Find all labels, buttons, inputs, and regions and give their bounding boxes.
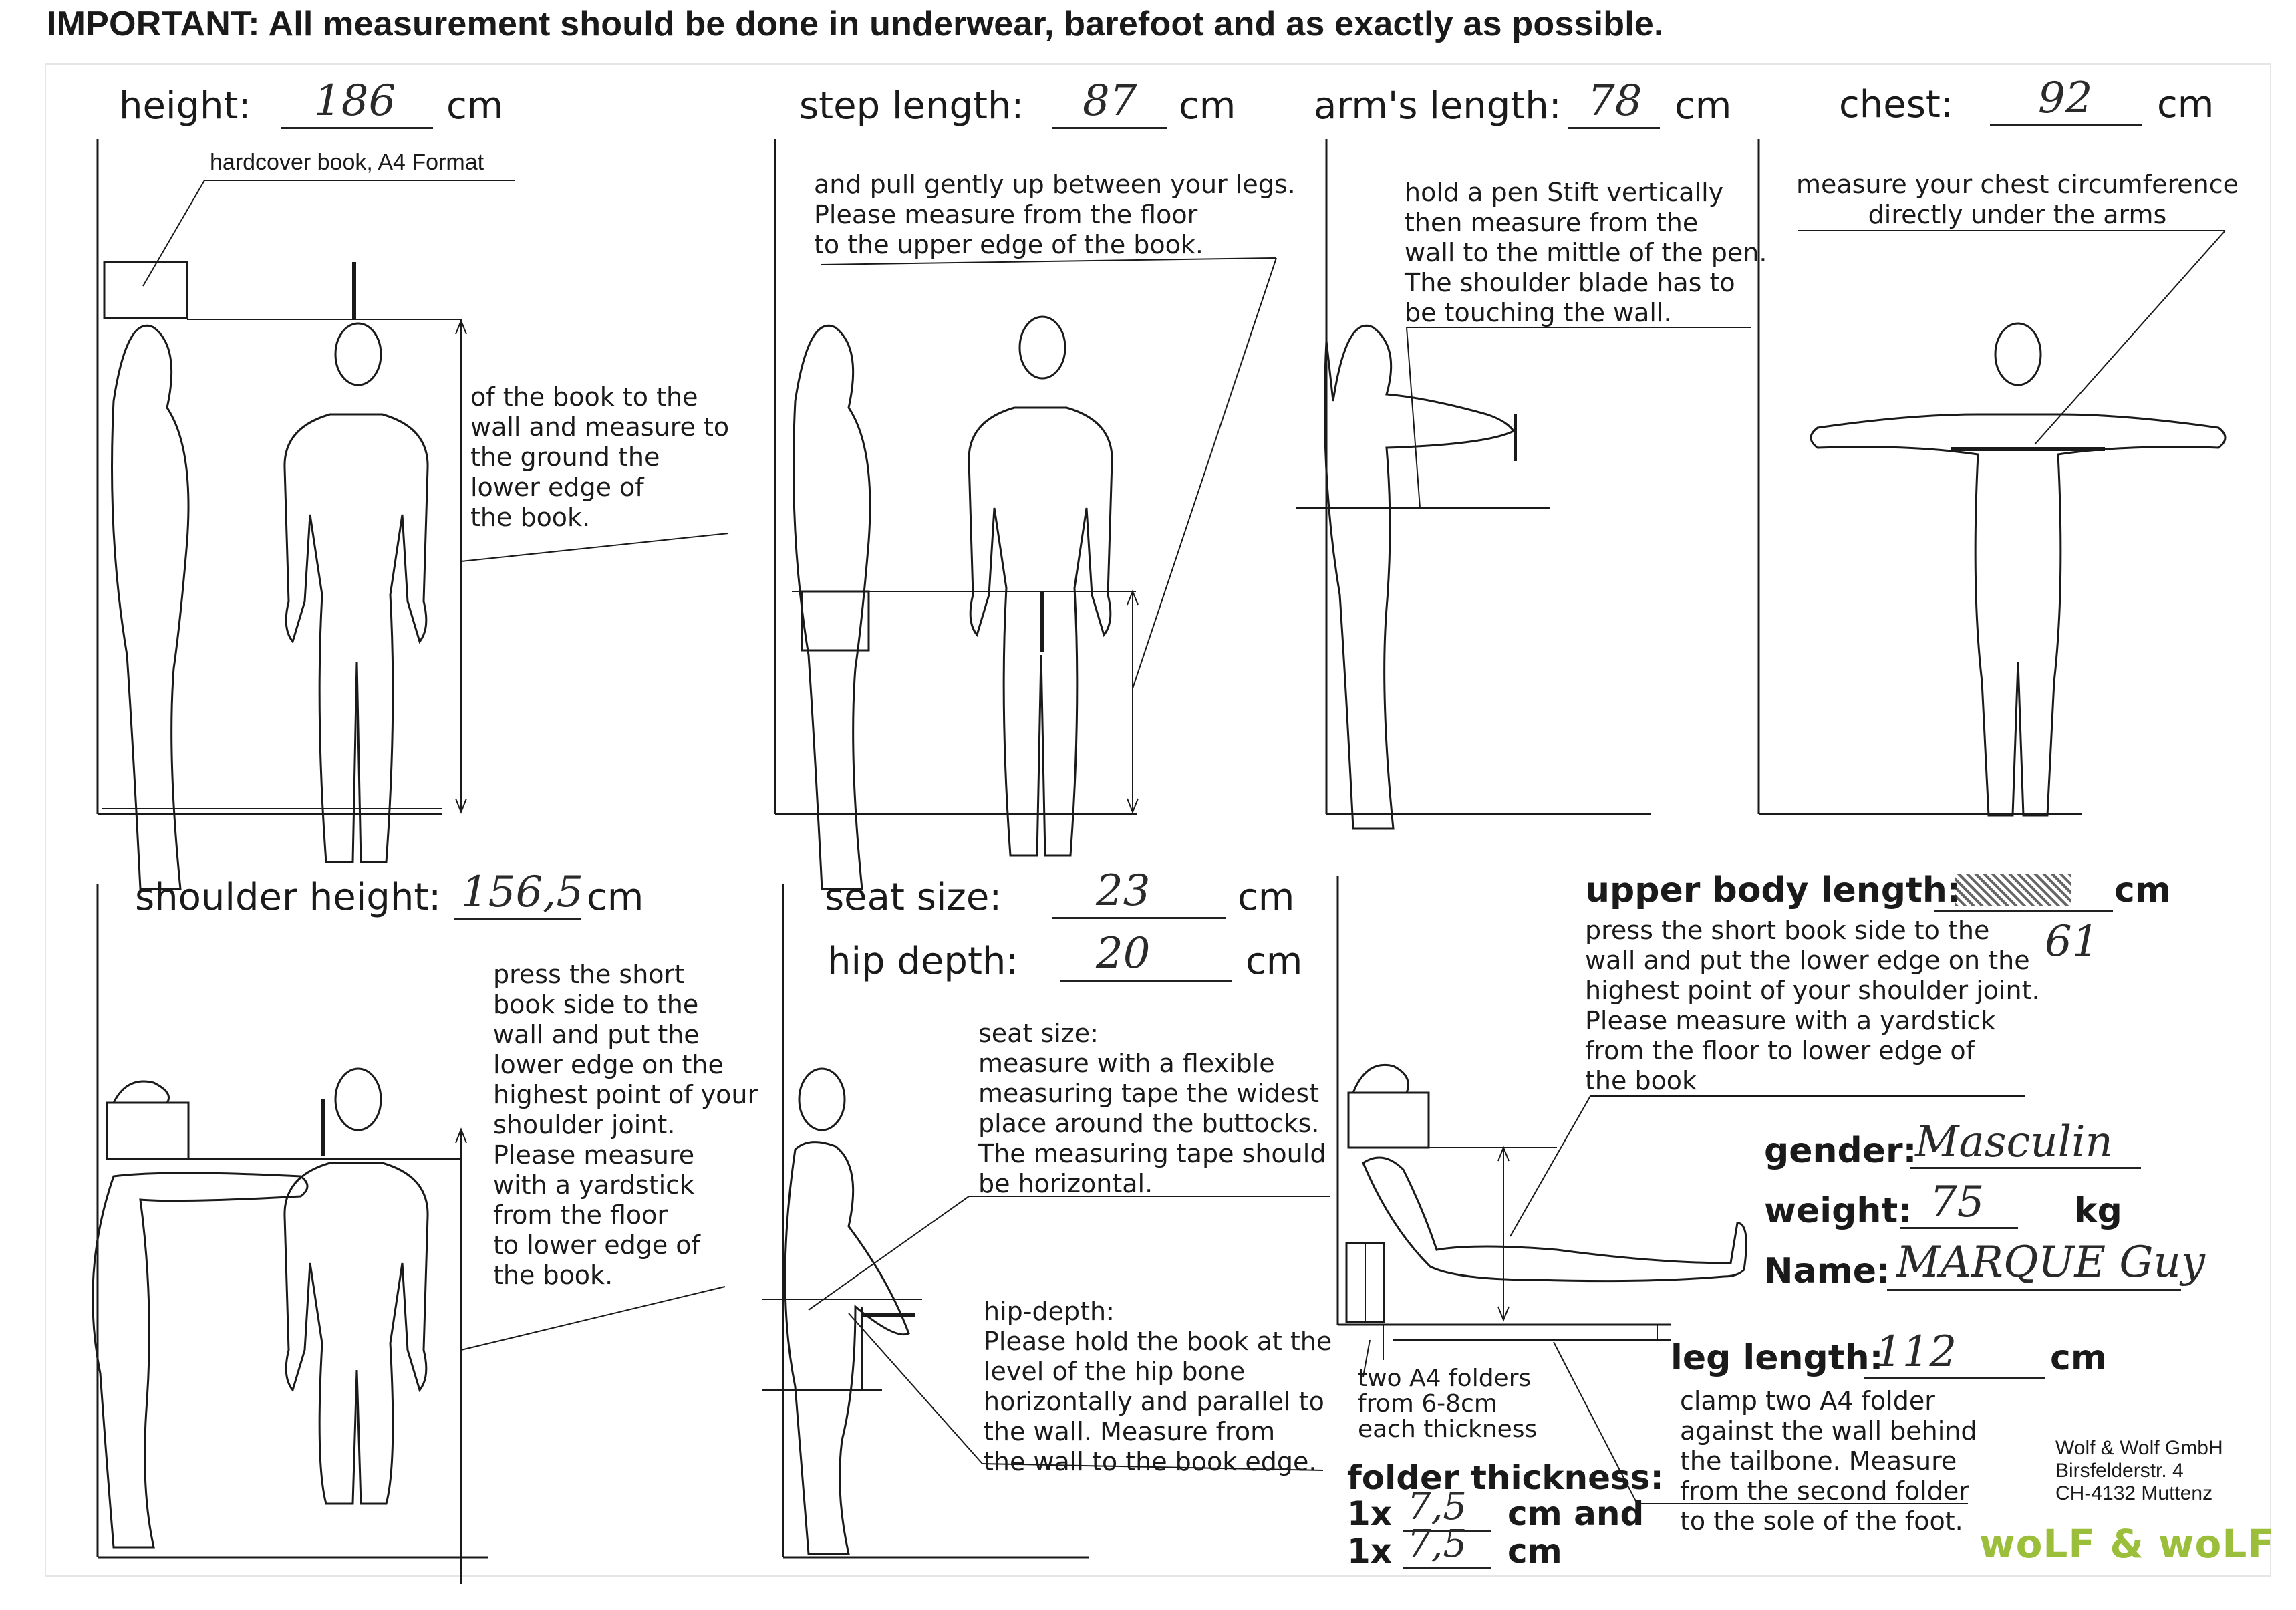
folder-1-prefix: 1x: [1347, 1494, 1392, 1533]
step-length-instruction: and pull gently up between your legs. Pl…: [814, 170, 1296, 260]
gender-value: Masculin: [1915, 1117, 2113, 1167]
name-label: Name:: [1764, 1251, 1890, 1291]
folder-2-prefix: 1x: [1347, 1532, 1392, 1571]
weight-input-line: [1900, 1227, 2018, 1229]
arms-length-input-line: [1568, 127, 1660, 129]
shoulder-height-unit: cm: [587, 876, 643, 919]
company-logo: woLF & woLF: [1979, 1521, 2275, 1567]
height-value: 186: [314, 76, 396, 126]
weight-label: weight:: [1764, 1191, 1912, 1231]
height-input-line: [281, 127, 433, 129]
hip-depth-value: 20: [1096, 929, 1150, 978]
chest-instruction: measure your chest circumference directl…: [1796, 170, 2239, 230]
chest-input-line: [1990, 124, 2142, 126]
height-unit: cm: [446, 84, 503, 128]
company-address: Wolf & Wolf GmbH Birsfelderstr. 4 CH-413…: [2055, 1437, 2223, 1505]
folder-1-unit: cm and: [1508, 1494, 1644, 1533]
height-label: height:: [119, 84, 251, 128]
upper-body-length-input-line: [1934, 910, 2113, 912]
arms-length-value: 78: [1588, 76, 1642, 126]
chest-illustration: [1759, 139, 2225, 815]
important-notice: IMPORTANT: All measurement should be don…: [47, 4, 1664, 44]
weight-unit: kg: [2074, 1191, 2122, 1231]
seat-size-input-line: [1052, 917, 1226, 919]
step-length-value: 87: [1083, 76, 1137, 126]
gender-input-line: [1910, 1167, 2141, 1169]
leg-length-label: leg length:: [1671, 1338, 1883, 1378]
folder-2-value: 7,5: [1407, 1522, 1467, 1566]
leg-length-value: 112: [1875, 1327, 1957, 1377]
height-book-note: hardcover book, A4 Format: [210, 151, 484, 174]
arms-length-label: arm's length:: [1314, 84, 1562, 128]
hip-depth-label: hip depth:: [827, 940, 1018, 983]
chest-value: 92: [2038, 74, 2092, 123]
seat-size-label: seat size:: [825, 876, 1002, 919]
gender-label: gender:: [1764, 1131, 1916, 1171]
upper-body-length-label: upper body length:: [1585, 870, 1961, 910]
upper-body-length-value: 61: [2045, 917, 2099, 966]
upper-body-length-instruction: press the short book side to the wall an…: [1585, 916, 2040, 1096]
leg-length-unit: cm: [2050, 1338, 2107, 1378]
hip-depth-instruction: hip-depth: Please hold the book at the l…: [984, 1297, 1332, 1477]
folder-2-unit: cm: [1508, 1532, 1562, 1571]
arms-length-unit: cm: [1675, 84, 1731, 128]
height-instruction: of the book to the wall and measure to t…: [470, 382, 729, 533]
crossed-out-mark: [1955, 874, 2071, 906]
folder-thickness-label: folder thickness:: [1347, 1458, 1664, 1497]
shoulder-height-instruction: press the short book side to the wall an…: [493, 960, 758, 1291]
shoulder-height-label: shoulder height:: [135, 876, 441, 919]
shoulder-height-input-line: [454, 918, 581, 920]
weight-value: 75: [1930, 1178, 1984, 1227]
folder-2-input-line: [1403, 1567, 1491, 1569]
step-length-unit: cm: [1179, 84, 1236, 128]
folders-note: two A4 folders from 6-8cm each thickness: [1358, 1366, 1537, 1442]
arms-length-instruction: hold a pen Stift vertically then measure…: [1405, 178, 1767, 328]
seat-size-unit: cm: [1238, 876, 1294, 919]
name-input-line: [1887, 1289, 2181, 1291]
seat-size-instruction: seat size: measure with a flexible measu…: [978, 1019, 1326, 1199]
leg-length-instruction: clamp two A4 folder against the wall beh…: [1680, 1386, 1977, 1536]
step-length-label: step length:: [799, 84, 1024, 128]
seat-size-value: 23: [1096, 866, 1150, 916]
step-length-input-line: [1052, 127, 1167, 129]
chest-unit: cm: [2157, 83, 2214, 126]
shoulder-height-value: 156,5: [461, 867, 583, 917]
hip-depth-unit: cm: [1246, 940, 1302, 983]
name-value: MARQUE Guy: [1896, 1238, 2205, 1287]
upper-body-length-unit: cm: [2114, 870, 2171, 910]
hip-depth-input-line: [1060, 980, 1232, 982]
leg-length-input-line: [1864, 1377, 2045, 1379]
chest-label: chest:: [1839, 83, 1953, 126]
